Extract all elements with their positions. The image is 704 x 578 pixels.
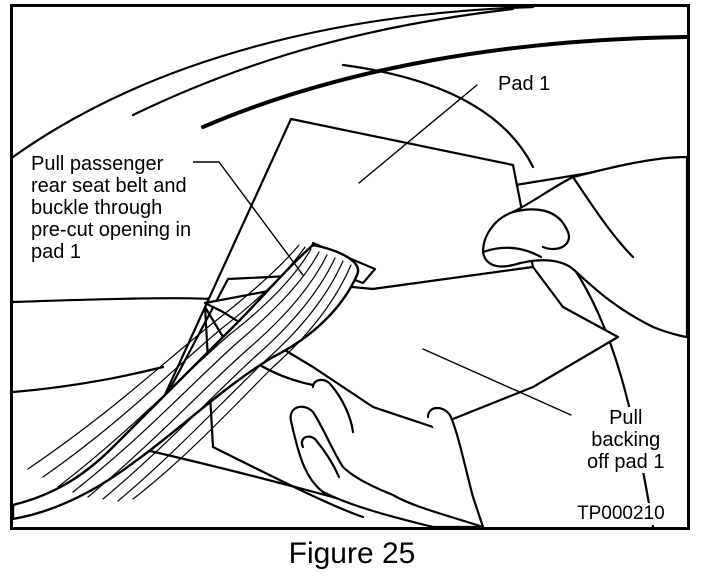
pull-passenger-line-1: Pull passenger	[31, 153, 164, 175]
reference-code: TP000210	[575, 503, 667, 525]
pull-backing-line-1: Pull	[609, 407, 643, 429]
figure-frame: Pad 1 Pull passenger rear seat belt and …	[10, 4, 690, 530]
pull-passenger-line-2: rear seat belt and	[31, 175, 187, 197]
left-hand	[289, 378, 485, 527]
pull-passenger-line-5: pad 1	[31, 241, 82, 263]
figure-caption: Figure 25	[288, 537, 416, 570]
pull-backing-line-3: off pad 1	[587, 451, 665, 473]
pull-passenger-line-3: buckle through	[31, 197, 163, 219]
pull-backing-label: Pull backing off pad 1	[585, 407, 667, 473]
right-hand	[481, 155, 687, 339]
pull-backing-line-2: backing	[591, 429, 661, 451]
seat-belt-strap	[13, 243, 360, 521]
pad-1-label: Pad 1	[496, 73, 553, 95]
pull-passenger-line-4: pre-cut opening in	[31, 219, 192, 241]
pull-passenger-belt-label: Pull passenger rear seat belt and buckle…	[29, 153, 194, 263]
leader-lines	[186, 84, 572, 416]
installation-illustration	[13, 7, 687, 527]
